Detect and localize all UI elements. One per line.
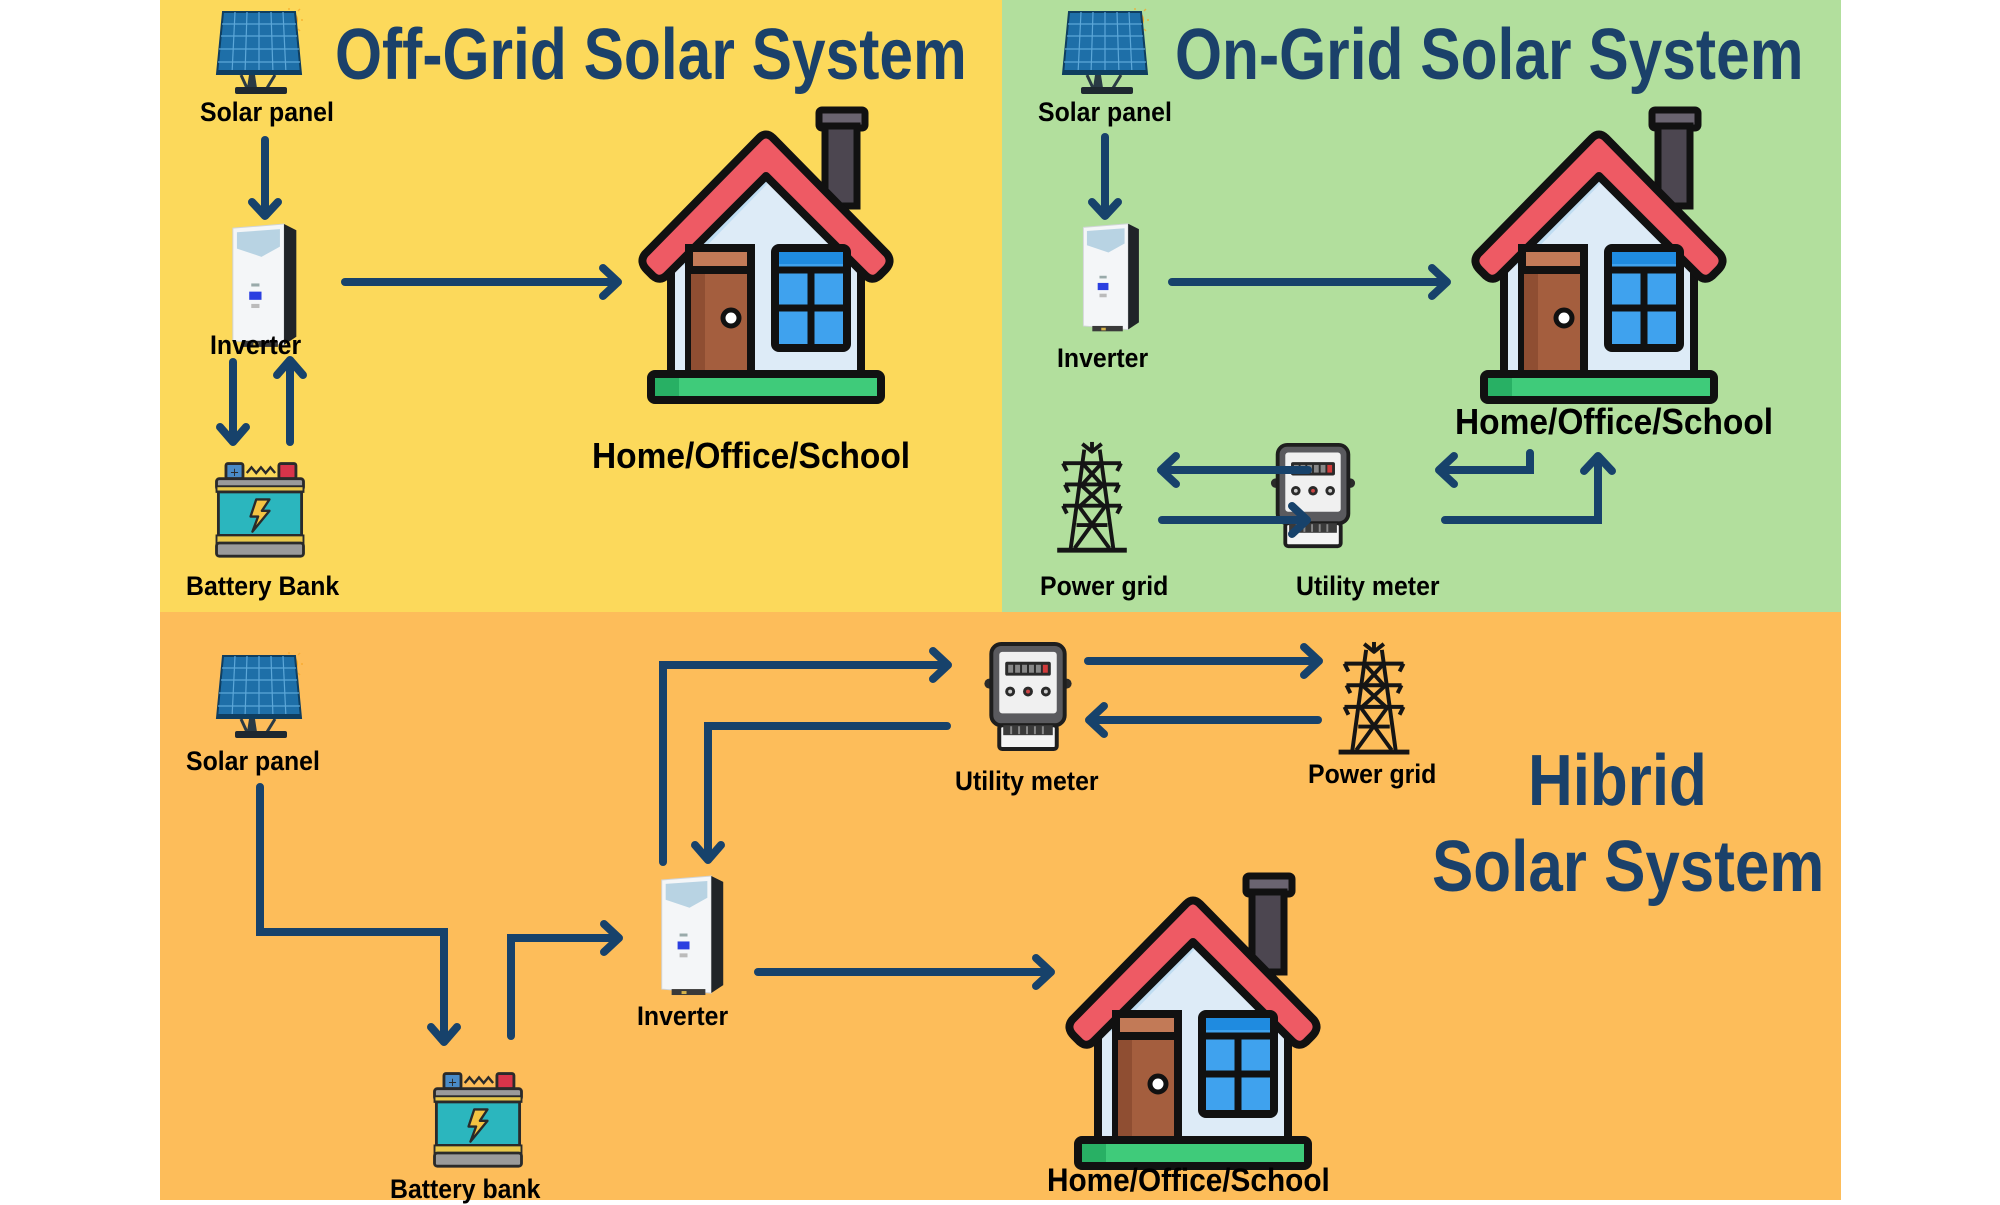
offgrid-title: Off-Grid Solar System [335,15,967,95]
ongrid-utility-meter-label: Utility meter [1296,571,1440,601]
solar-panel-icon [212,8,308,98]
hybrid-title-line1: Hibrid [1528,741,1707,821]
ongrid-title: On-Grid Solar System [1175,15,1804,95]
inverter-icon [1070,222,1146,334]
ongrid-home-label: Home/Office/School [1455,401,1774,442]
meter-icon [1270,440,1356,552]
offgrid-battery-label: Battery Bank [186,571,340,601]
inverter-icon [650,874,728,998]
power-tower-icon [1052,440,1132,556]
hybrid-utility-meter-label: Utility meter [955,766,1099,796]
meter-icon [982,640,1074,754]
solar-panel-icon [1058,8,1154,98]
hybrid-battery-label: Battery bank [390,1174,541,1204]
solar-panel-icon [212,652,308,742]
ongrid-panel [1002,0,1841,612]
hybrid-solar-panel-label: Solar panel [186,746,320,776]
power-tower-icon [1334,640,1414,758]
battery-icon [208,456,312,560]
hybrid-title-line2: Solar System [1432,827,1825,907]
ongrid-solar-panel-label: Solar panel [1038,97,1172,127]
house-icon [1463,104,1735,404]
hybrid-inverter-label: Inverter [637,1001,729,1031]
hybrid-power-grid-label: Power grid [1308,759,1437,789]
offgrid-solar-panel-label: Solar panel [200,97,334,127]
ongrid-inverter-label: Inverter [1057,343,1149,373]
house-icon [1057,870,1329,1170]
battery-icon [426,1066,530,1170]
hybrid-home-label: Home/Office/School [1047,1162,1330,1198]
ongrid-power-grid-label: Power grid [1040,571,1169,601]
house-icon [630,104,902,404]
offgrid-home-label: Home/Office/School [592,435,911,476]
offgrid-inverter-label: Inverter [210,330,302,360]
